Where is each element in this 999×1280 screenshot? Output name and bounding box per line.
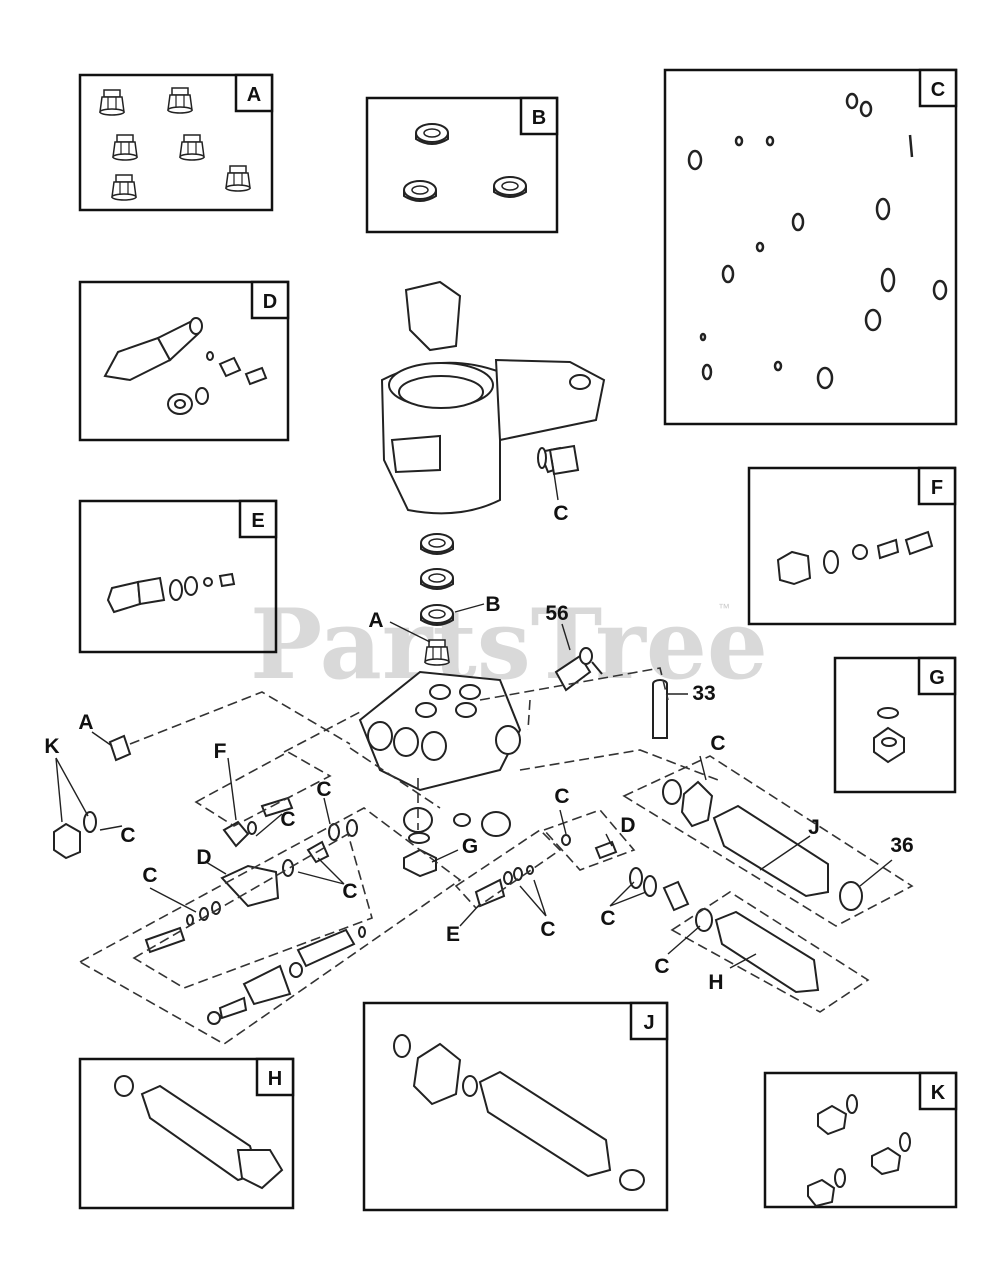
- kit-box-a: A: [78, 73, 274, 212]
- kit-box-h: H: [78, 1057, 295, 1210]
- callout-label: C: [280, 808, 295, 831]
- callout-label: A: [368, 609, 383, 632]
- callout-label: B: [485, 593, 500, 616]
- kit-box-g: G: [833, 656, 957, 794]
- kit-box-k: K: [763, 1071, 958, 1209]
- callout-label: C: [540, 918, 555, 941]
- kit-box-f: F: [747, 466, 957, 626]
- bolt-33: [652, 679, 668, 739]
- callout-label: C: [316, 778, 331, 801]
- callout-label: C: [710, 732, 725, 755]
- kit-box-e: E: [78, 499, 278, 654]
- watermark-trademark: ™: [718, 601, 730, 615]
- right-lower-parts: [629, 779, 863, 994]
- kit-letter: G: [929, 667, 945, 689]
- callout-label: C: [654, 955, 669, 978]
- callout-label: D: [620, 814, 635, 837]
- callout-label: K: [44, 735, 59, 758]
- kit-letter: H: [268, 1068, 282, 1090]
- callout-label: C: [600, 907, 615, 930]
- callout-label: C: [553, 502, 568, 525]
- kit-box-b: B: [365, 96, 559, 234]
- kit-letter: K: [931, 1082, 946, 1104]
- callout-label: C: [554, 785, 569, 808]
- kit-letter: F: [931, 477, 943, 499]
- callout-label: E: [446, 923, 460, 946]
- kit-box-c: C: [663, 68, 958, 426]
- kit-letter: J: [643, 1012, 654, 1034]
- callout-label: 36: [890, 834, 913, 857]
- callout-label: A: [78, 711, 93, 734]
- nozzle-a: [424, 639, 450, 666]
- dashed-groupings: [78, 667, 914, 1045]
- pump-housing: [380, 280, 606, 515]
- callout-label: C: [142, 864, 157, 887]
- kit-letter: A: [247, 84, 261, 106]
- leader-lines: [55, 459, 893, 969]
- pump-manifold: [358, 670, 522, 837]
- callout-label: F: [214, 740, 227, 763]
- kit-letter: B: [532, 107, 546, 129]
- housing-plug: [537, 444, 580, 476]
- callout-label: 56: [545, 602, 568, 625]
- callout-label: D: [196, 846, 211, 869]
- callout-label: 33: [692, 682, 715, 705]
- kit-letter: E: [251, 510, 264, 532]
- kit-box-j: J: [362, 1001, 669, 1212]
- callout-label: G: [462, 835, 478, 858]
- kit-letter: C: [931, 79, 945, 101]
- kit-box-d: D: [78, 280, 290, 442]
- callout-label: C: [342, 880, 357, 903]
- kit-letter: D: [263, 291, 277, 313]
- callout-label: J: [808, 816, 820, 839]
- callout-labels: C B A 56 33 A K C F C C D C C G C D E C …: [44, 502, 913, 994]
- watermark: PartsTree: [250, 588, 768, 701]
- callout-label: C: [120, 824, 135, 847]
- center-lower-parts: [403, 832, 618, 908]
- fitting-56: [554, 647, 603, 692]
- callout-label: H: [708, 971, 723, 994]
